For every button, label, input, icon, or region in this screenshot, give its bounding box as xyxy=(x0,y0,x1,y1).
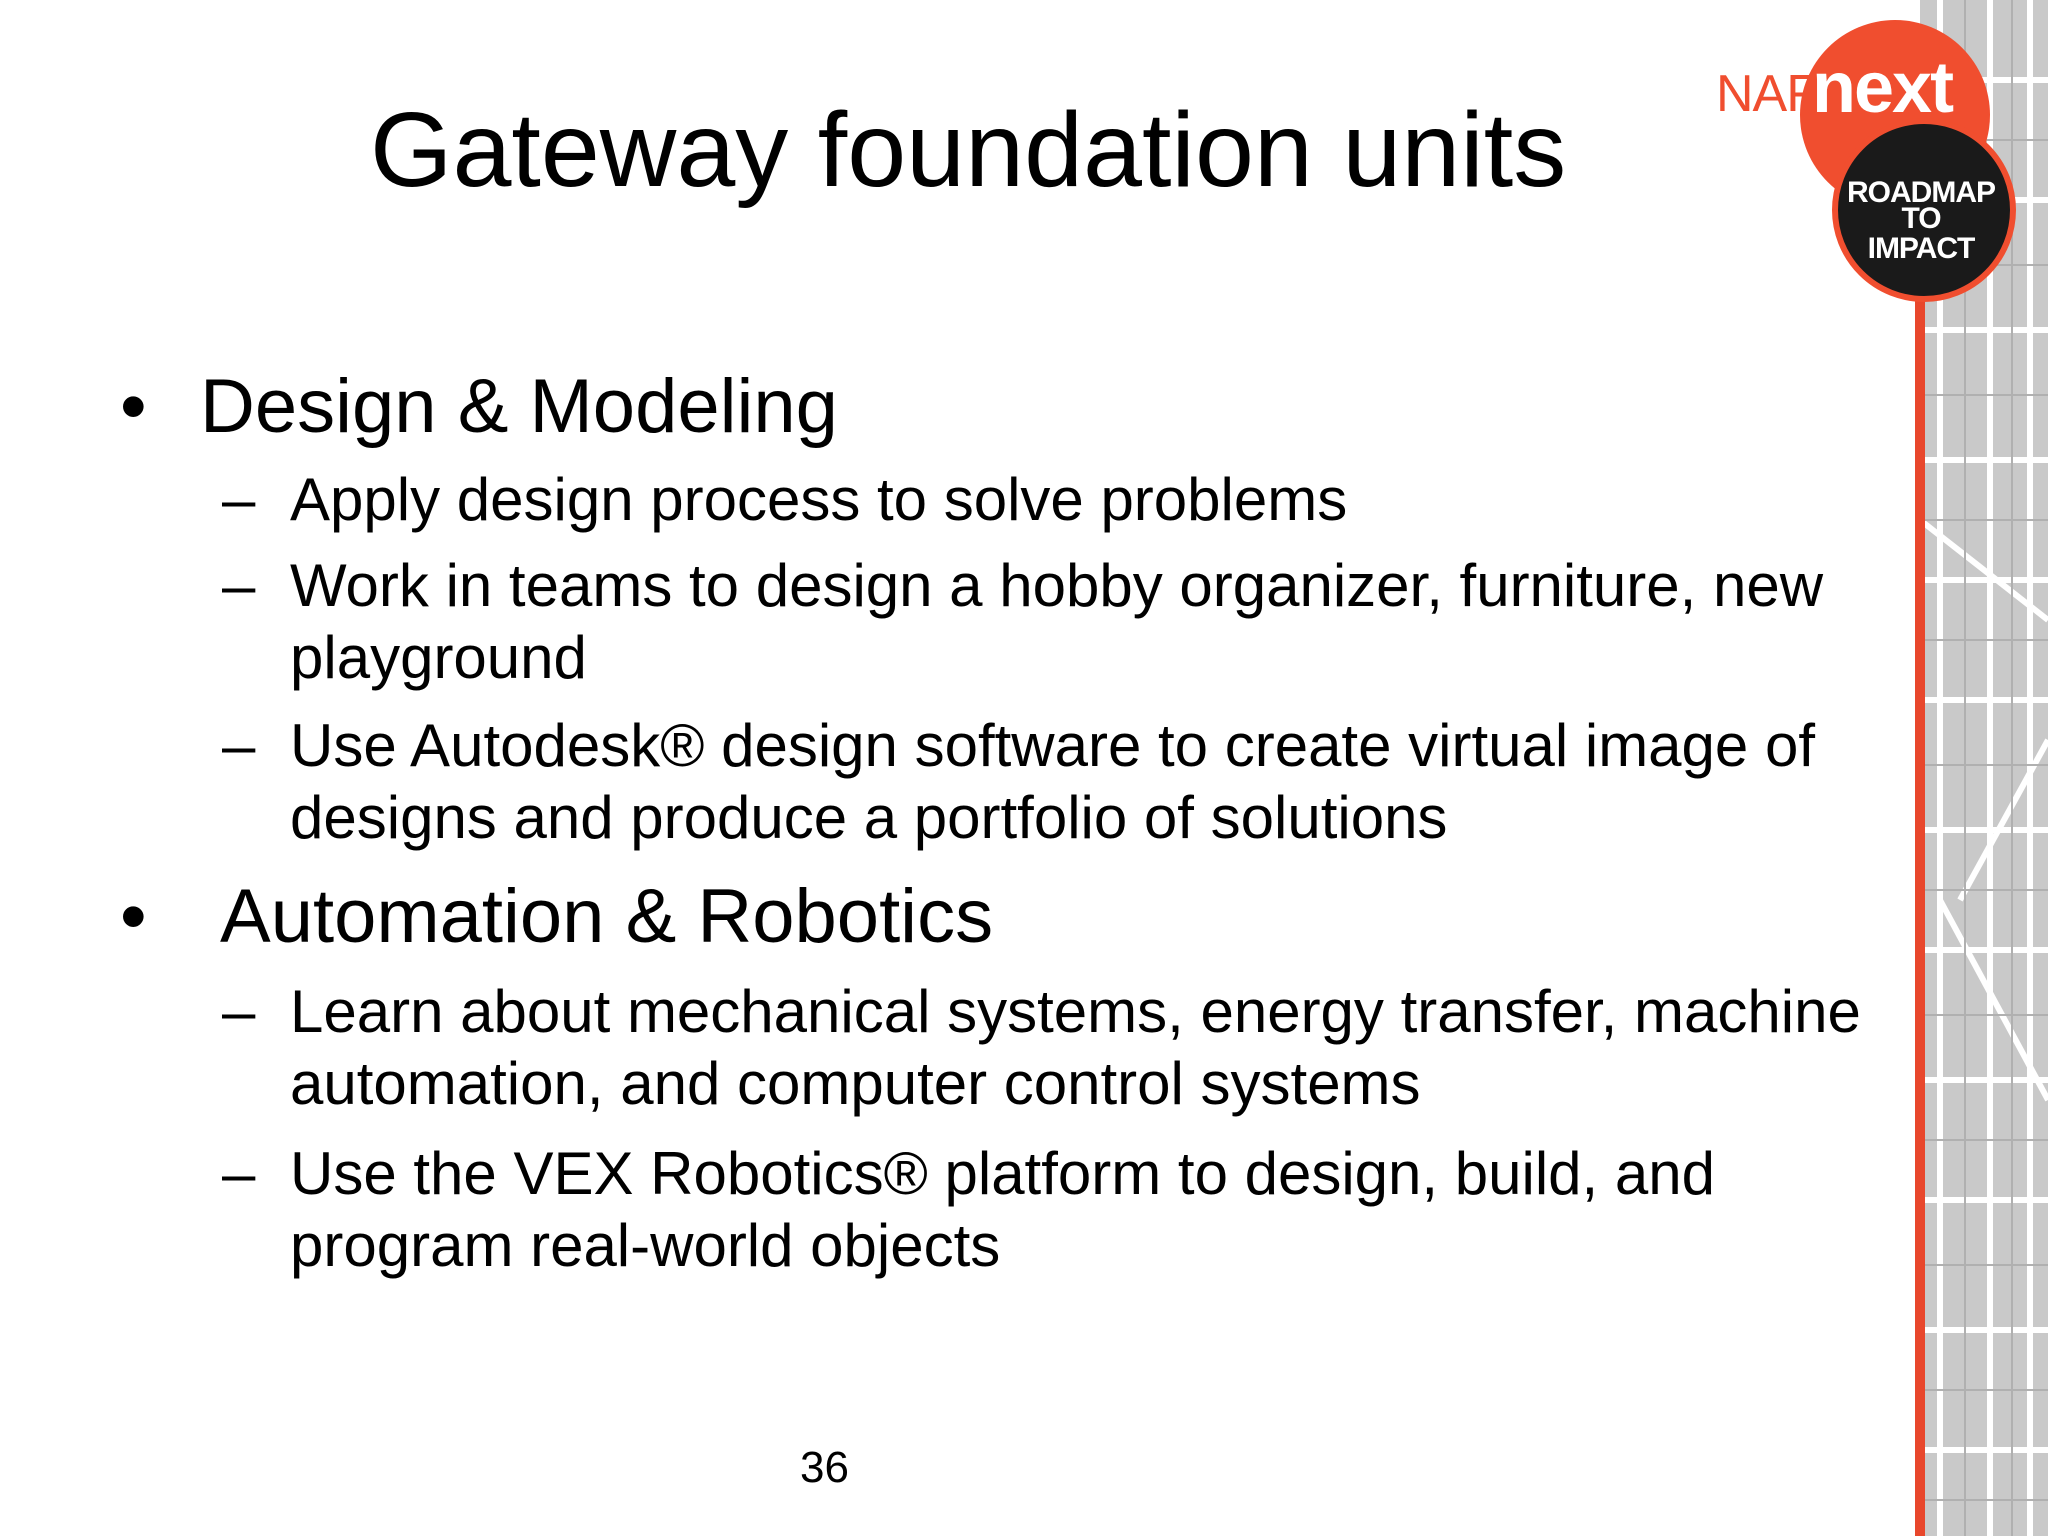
sub-bullet-text: Work in teams to design a hobby organize… xyxy=(290,552,1824,691)
sub-bullet: – Work in teams to design a hobby organi… xyxy=(222,550,1910,694)
sub-bullet-text: Apply design process to solve problems xyxy=(290,466,1348,533)
bullet-heading-text: Automation & Robotics xyxy=(220,874,994,959)
bullet-heading: • Design & Modeling xyxy=(120,364,838,449)
bullet-dot: • xyxy=(120,364,147,449)
sub-bullet-text: Use the VEX Robotics® platform to design… xyxy=(290,1140,1715,1279)
sub-bullet-dash: – xyxy=(222,978,256,1045)
sub-bullet: – Use Autodesk® design software to creat… xyxy=(222,710,1910,854)
map-accent-line xyxy=(1915,270,1925,1536)
sub-bullet-dash: – xyxy=(222,712,256,779)
logo-naf-text: NAF xyxy=(1716,65,1818,123)
bullet-list: • Design & Modeling – Apply design proce… xyxy=(120,364,1861,1280)
bullet-heading: • Automation & Robotics xyxy=(120,874,994,959)
slide-title: Gateway foundation units xyxy=(370,91,1567,209)
page-number: 36 xyxy=(800,1443,849,1492)
sub-bullet: – Apply design process to solve problems xyxy=(222,464,1910,536)
sub-bullet-dash: – xyxy=(222,466,256,533)
sub-bullet-text: Learn about mechanical systems, energy t… xyxy=(290,978,1861,1117)
bullet-dot: • xyxy=(120,874,147,959)
logo-to-impact-text: TO IMPACT xyxy=(1867,202,1976,265)
sub-bullet-text: Use Autodesk® design software to create … xyxy=(290,712,1815,851)
sub-bullet-dash: – xyxy=(222,1140,256,1207)
logo-roadmap-text: ROADMAP xyxy=(1847,176,1996,209)
sub-bullet: – Use the VEX Robotics® platform to desi… xyxy=(222,1138,1910,1282)
logo-black-circle xyxy=(1832,118,2016,302)
sub-bullet: – Learn about mechanical systems, energy… xyxy=(222,976,1910,1120)
bullet-heading-text: Design & Modeling xyxy=(200,364,838,449)
logo-next-text: next xyxy=(1812,48,1954,128)
sub-bullet-dash: – xyxy=(222,552,256,619)
